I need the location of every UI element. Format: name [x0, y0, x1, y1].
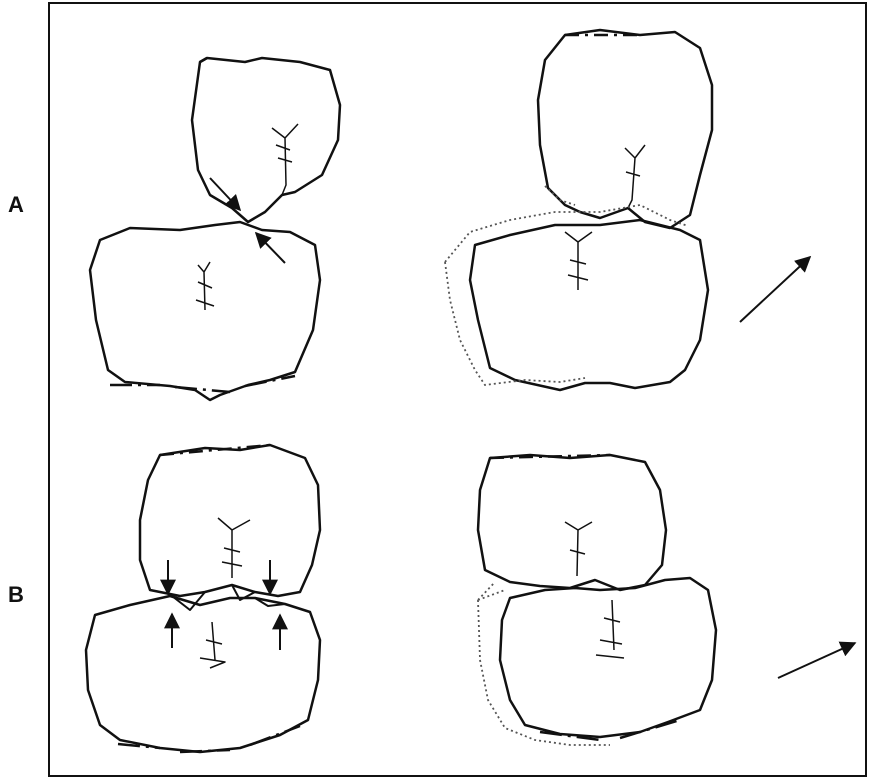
fissure-lower-b-right: [596, 600, 624, 658]
arrow-a-left-2: [256, 233, 285, 263]
fissure-upper-a-left: [272, 124, 298, 195]
upper-tooth-b-right: [478, 455, 666, 590]
fissure-upper-a-right: [625, 145, 645, 208]
fissure-lower-b-left: [200, 622, 225, 668]
panel-b-right-dotted-outline: [478, 582, 610, 745]
upper-tooth-a-left: [192, 58, 340, 222]
lower-tooth-b-left: [86, 596, 320, 752]
arrow-b-right: [778, 643, 855, 678]
panel-a-left: [90, 58, 340, 400]
fissure-upper-b-left: [218, 518, 250, 578]
arrow-a-right: [740, 257, 810, 322]
fissure-lower-a-right: [565, 232, 592, 290]
fissure-lower-a-left: [196, 262, 214, 310]
fissure-upper-b-right: [565, 522, 592, 576]
panel-b-right: [478, 455, 716, 740]
panel-b-left: [86, 445, 320, 752]
lower-tooth-a-left: [90, 222, 320, 400]
upper-tooth-a-right: [538, 30, 712, 228]
lower-tooth-b-right: [500, 578, 716, 737]
panel-a-right: [470, 30, 712, 390]
lower-tooth-a-right: [470, 220, 708, 390]
panel-a-right-dotted-outline: [445, 186, 688, 385]
lower-tooth-b-left-base: [118, 726, 300, 752]
upper-tooth-a-left-top-broken: [200, 58, 207, 62]
